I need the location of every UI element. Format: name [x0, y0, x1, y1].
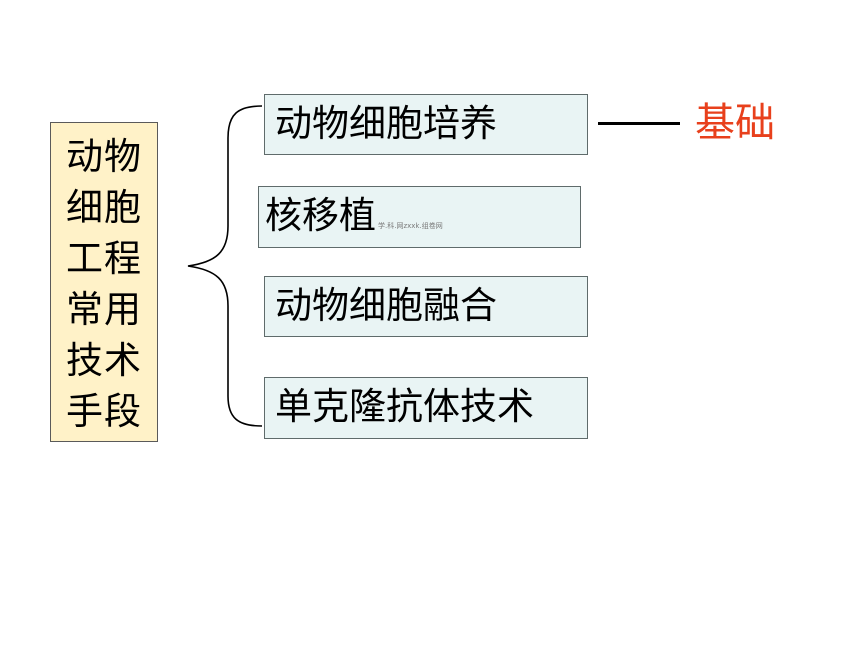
root-line-3: 工程 — [66, 237, 142, 280]
annotation-connector-line — [598, 122, 680, 125]
curly-brace-icon — [187, 105, 263, 427]
branch-nuclear-transfer: 核移植学.科.网zxxk.组卷网 — [258, 186, 581, 248]
branch-label: 动物细胞融合 — [275, 284, 497, 327]
branch-label: 单克隆抗体技术 — [275, 385, 534, 428]
root-line-4: 常用 — [66, 288, 142, 331]
branch-animal-cell-fusion: 动物细胞融合 — [264, 276, 588, 337]
annotation-foundation-label: 基础 — [695, 100, 775, 146]
branch-label: 核移植 — [265, 194, 376, 237]
root-line-1: 动物 — [66, 135, 142, 178]
branch-monoclonal-antibody: 单克隆抗体技术 — [264, 377, 588, 439]
watermark-text: 学.科.网zxxk.组卷网 — [378, 222, 443, 230]
root-line-6: 手段 — [66, 390, 142, 433]
root-line-2: 细胞 — [66, 186, 142, 229]
branch-animal-cell-culture: 动物细胞培养 — [264, 94, 588, 155]
branch-label: 动物细胞培养 — [275, 102, 497, 145]
root-node: 动物 细胞 工程 常用 技术 手段 — [50, 122, 158, 442]
root-line-5: 技术 — [66, 339, 142, 382]
